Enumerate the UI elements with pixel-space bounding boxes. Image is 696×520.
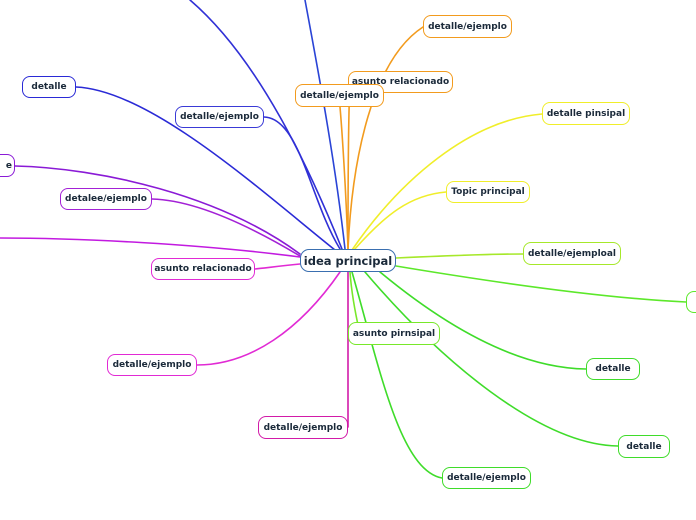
- subtopic-node[interactable]: detalle: [22, 76, 76, 98]
- edge-n10: [351, 271, 443, 479]
- subtopic-node[interactable]: asunto relacionado: [151, 258, 255, 280]
- edge-blue-top-1: [189, 0, 343, 250]
- central-topic-node[interactable]: idea principal: [300, 249, 396, 272]
- edge-purple: [14, 165, 301, 255]
- edge-n1: [347, 26, 424, 250]
- subtopic-node[interactable]: detalle pinsipal: [542, 102, 630, 125]
- edge-n16: [75, 86, 336, 251]
- edge-n14: [151, 198, 301, 257]
- edge-n5: [353, 191, 447, 251]
- edge-n9: [364, 271, 619, 447]
- edge-n6: [395, 253, 524, 259]
- subtopic-node[interactable]: detalle: [618, 435, 670, 458]
- subtopic-node[interactable]: detalle: [586, 358, 640, 380]
- subtopic-node[interactable]: Topic principal: [446, 181, 530, 203]
- subtopic-node[interactable]: detalle/ejemplo: [295, 84, 384, 107]
- edge-n3: [339, 106, 349, 250]
- subtopic-node[interactable]: detalle/ejemplo: [423, 15, 512, 38]
- edge-n4: [351, 113, 543, 251]
- subtopic-node[interactable]: detalle/ejemplo: [175, 106, 264, 128]
- subtopic-node[interactable]: detalle/ejemplo: [442, 467, 531, 489]
- edge-blue-top-2: [304, 0, 346, 250]
- edge-n8: [379, 271, 587, 370]
- subtopic-node[interactable]: asunto pirnsipal: [348, 322, 440, 345]
- edge-n12: [196, 271, 341, 366]
- edge-magenta-left: [0, 237, 301, 258]
- edge-n18: [395, 265, 687, 303]
- edge-n13: [254, 263, 301, 270]
- subtopic-node[interactable]: detalle/ejemploal: [523, 242, 621, 265]
- subtopic-node[interactable]: e: [0, 154, 15, 177]
- subtopic-node[interactable]: detalle/ejemplo: [107, 354, 197, 376]
- subtopic-node[interactable]: detalle/ejemplo: [258, 416, 348, 439]
- subtopic-node[interactable]: detalee/ejemplo: [60, 188, 152, 210]
- subtopic-node[interactable]: [686, 291, 696, 313]
